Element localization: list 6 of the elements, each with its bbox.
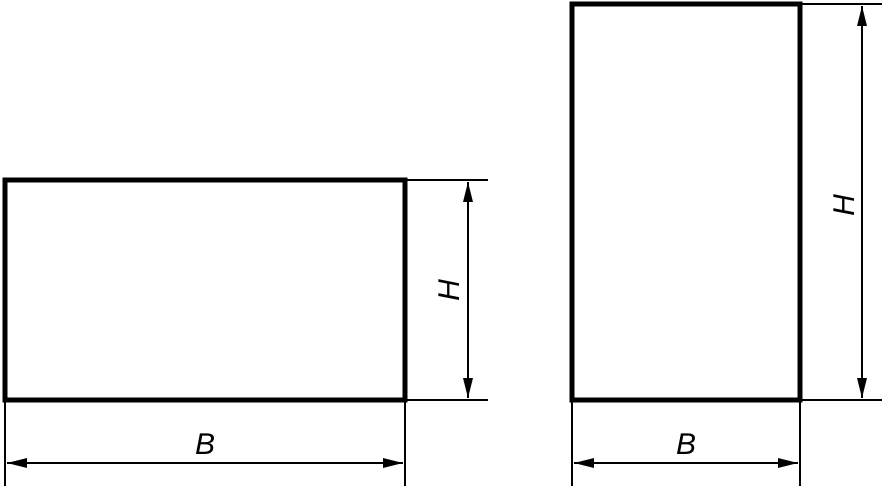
rectangle-outline (2, 178, 408, 402)
dimension-label: B (195, 430, 216, 460)
dimension-label: B (676, 430, 696, 460)
rectangle-outline (570, 2, 802, 402)
dimension-label: H (434, 279, 465, 301)
dimension-label: H (830, 194, 860, 216)
